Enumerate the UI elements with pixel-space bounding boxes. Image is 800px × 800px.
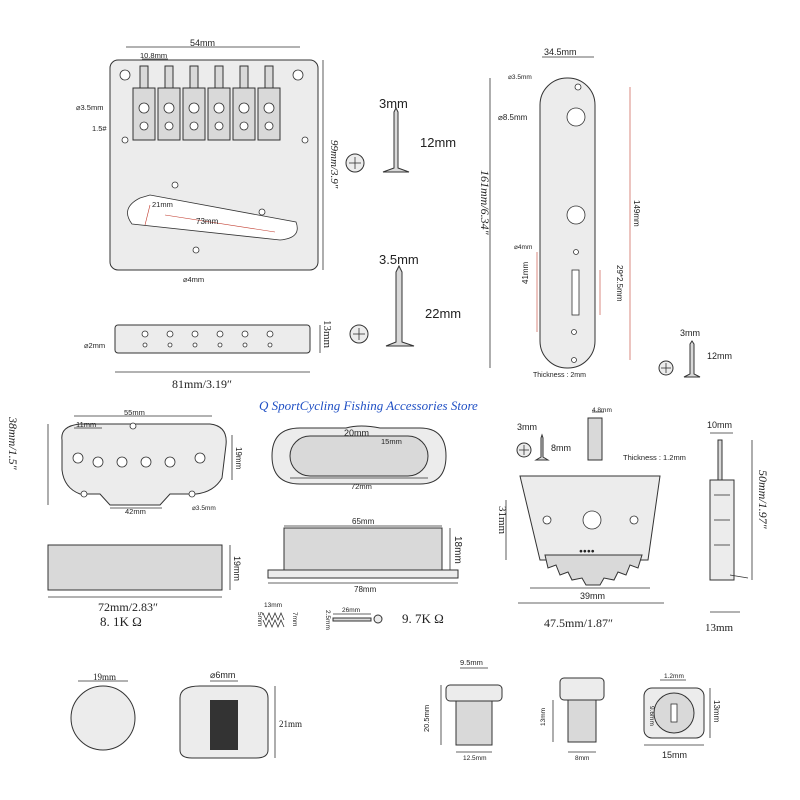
switch-side-base: 13mm <box>705 622 734 634</box>
plate-thickness: Thickness : 2mm <box>533 372 586 379</box>
spring-length: 13mm <box>264 602 282 609</box>
plate-slot: 29*2.5mm <box>615 265 624 302</box>
screw-c-dia: 3mm <box>680 328 700 338</box>
screw-c: 3mm 12mm <box>658 328 732 378</box>
neck-pickup-cover: 65mm 18mm 78mm <box>267 517 463 594</box>
pickup-screw-length: 26mm <box>342 607 360 614</box>
np-resistance: 9. 7K Ω <box>402 611 444 626</box>
jack-c: 1.2mm 9.6mm 13mm 15mm <box>643 673 721 760</box>
bridge-width: 54mm <box>190 38 215 48</box>
saddle-spacing: 10.8mm <box>140 51 167 60</box>
np-cover-width: 65mm <box>352 517 375 526</box>
knob-side: ⌀6mm 21mm <box>179 670 302 759</box>
neck-pickup: 20mm 15mm 72mm <box>271 425 447 491</box>
control-plate: 34.5mm ⌀3.5mm ⌀8.5mm ⌀4mm 161mm/6.34″ 14… <box>478 47 641 379</box>
screw-c-length: 12mm <box>707 351 732 361</box>
switch-side-view: 10mm 50mm/1.97″ 13mm <box>705 420 770 634</box>
jack-a-base: 12.5mm <box>463 755 486 762</box>
plate-slot-offset: 41mm <box>521 261 530 284</box>
screw-a-length: 12mm <box>420 135 456 150</box>
spring-dia: 5mm <box>256 612 263 626</box>
screw-d: 3mm 8mm <box>516 422 571 461</box>
knob-shaft: ⌀6mm <box>210 670 235 680</box>
knob-top: 19mm <box>70 672 136 751</box>
store-watermark: Q SportCycling Fishing Accessories Store <box>259 398 478 413</box>
slot-length: 73mm <box>196 217 219 226</box>
switch-overall: 47.5mm/1.87″ <box>544 616 613 630</box>
spring-compressed: 7mm <box>291 612 298 626</box>
screw-b: 3.5mm 22mm <box>349 252 461 347</box>
jack-c-inner: 9.6mm <box>648 706 655 726</box>
np-length: 72mm <box>351 482 372 491</box>
bp-side-width: 72mm/2.83″ <box>98 600 158 614</box>
bp-depth: 19mm <box>234 447 243 470</box>
bp-base: 42mm <box>125 507 146 516</box>
plate-length: 161mm/6.34″ <box>478 170 492 236</box>
plate-pot-hole: ⌀8.5mm <box>498 113 528 122</box>
switch-side-height: 50mm/1.97″ <box>756 470 770 530</box>
height-spring: 13mm 5mm 7mm <box>256 602 298 629</box>
knob-dia: 19mm <box>93 672 116 682</box>
switch-label: ●●●● <box>579 548 595 555</box>
screw-d-length: 8mm <box>551 443 571 453</box>
plate-inner-length: 149mm <box>632 200 641 227</box>
bp-width: 55mm <box>124 408 145 417</box>
bottom-hole-dia: ⌀4mm <box>183 275 204 284</box>
plate-top-hole: ⌀3.5mm <box>508 74 532 81</box>
jack-b-height: 13mm <box>540 708 547 726</box>
knob-height: 21mm <box>279 719 302 729</box>
plate-width: 34.5mm <box>544 47 577 57</box>
bp-pole-spacing: 11mm <box>76 420 96 429</box>
screw-d-dia: 3mm <box>517 422 537 432</box>
bp-height: 38mm/1.5″ <box>6 416 20 471</box>
jack-a-height: 20.5mm <box>422 705 431 732</box>
screw-gauge: 1.5# <box>92 124 107 133</box>
plate-small-hole: ⌀4mm <box>514 244 532 251</box>
bridge-overall-width: 81mm/3.19″ <box>172 377 232 391</box>
bridge-rail: ⌀2mm 13mm 81mm/3.19″ <box>84 320 333 391</box>
switch-side-width: 10mm <box>707 420 732 430</box>
bridge-height: 99mm/3.9″ <box>328 140 340 189</box>
selector-switch: 4.8mm Thickness : 1.2mm 31mm ●●●● 39mm 4… <box>496 407 686 630</box>
switch-tip: 4.8mm <box>592 407 612 414</box>
slot-width: 21mm <box>152 200 173 209</box>
bridge-saddles <box>132 87 281 141</box>
jack-a-top: 9.5mm <box>460 658 483 667</box>
jack-c-width: 15mm <box>662 750 687 760</box>
jack-c-slot: 1.2mm <box>664 673 684 680</box>
switch-height: 31mm <box>496 506 508 535</box>
switch-thickness: Thickness : 1.2mm <box>623 453 686 462</box>
np-overall: 78mm <box>354 585 377 594</box>
bp-hole: ⌀3.5mm <box>192 505 216 512</box>
saddle-springs <box>139 65 274 89</box>
jack-b: 13mm 8mm <box>540 677 605 762</box>
rail-height: 13mm <box>321 320 333 349</box>
np-width-inner: 15mm <box>381 437 402 446</box>
bridge-pickup-side: 19mm 72mm/2.83″ 8. 1K Ω <box>47 544 242 629</box>
saddle-hole-dia: ⌀3.5mm <box>76 103 103 112</box>
np-width-top: 20mm <box>344 428 369 438</box>
rail-hole-dia: ⌀2mm <box>84 341 105 350</box>
screw-b-length: 22mm <box>425 306 461 321</box>
screw-b-dia: 3.5mm <box>379 252 419 267</box>
screw-a: 3mm 12mm <box>345 96 456 173</box>
switch-inner-width: 39mm <box>580 591 605 601</box>
np-cover-height: 18mm <box>452 536 463 564</box>
bp-side-height: 19mm <box>232 556 242 581</box>
bridge-pickup: 55mm 11mm 38mm/1.5″ 19mm 42mm ⌀3.5mm <box>6 408 243 516</box>
screw-a-dia: 3mm <box>379 96 408 111</box>
jack-c-height: 13mm <box>712 700 721 723</box>
pickup-screw: 26mm 2.5mm 9. 7K Ω <box>324 607 444 630</box>
bp-resistance: 8. 1K Ω <box>100 614 142 629</box>
jack-a: 9.5mm 20.5mm 12.5mm <box>422 658 503 762</box>
jack-b-base: 8mm <box>575 755 589 762</box>
pickup-screw-dia: 2.5mm <box>324 610 331 630</box>
bridge-plate: 54mm 10.8mm ⌀3.5mm 1.5# 21mm 73mm ⌀4mm 9… <box>76 38 340 284</box>
